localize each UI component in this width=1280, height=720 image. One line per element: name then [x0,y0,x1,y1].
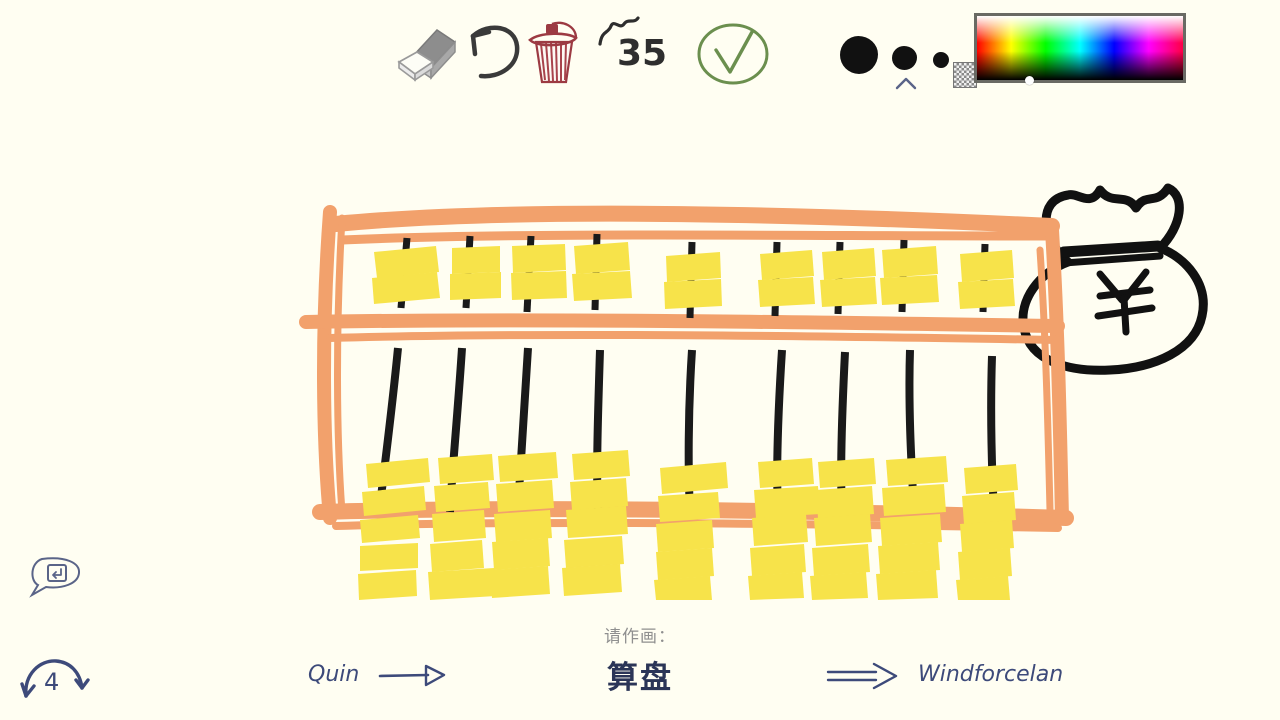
squiggle-stroke-icon [598,16,640,46]
undo-button[interactable] [465,20,527,86]
round-number: 4 [44,668,60,696]
round-counter: 4 [16,650,94,708]
round-arrow-icon [20,659,90,698]
strokes-remaining-value: 35 [617,33,668,74]
brush-size-large[interactable] [840,36,878,74]
speech-bubble-enter-icon [29,557,80,598]
color-picker[interactable] [974,13,1186,85]
strokes-remaining-indicator: 35 [596,14,676,86]
brush-size-group [840,28,958,90]
check-circle-icon [697,23,769,85]
toolbar: 35 [0,0,1280,100]
abacus-upper-deck [372,233,1015,319]
brush-size-small[interactable] [933,52,949,68]
prompt-word: 算盘 [607,660,673,696]
eraser-tool-button[interactable] [393,22,459,84]
eraser-icon [397,29,457,82]
drawing-canvas[interactable] [0,100,1280,600]
trash-can-icon [528,21,578,84]
prompt-label: 请作画： [604,627,676,647]
color-picker-cursor[interactable] [1025,76,1034,85]
bottom-bar: 4 Quin 请作画： 算盘 Windforcelan [0,557,1280,720]
user-drawing [299,183,1208,600]
previous-player-name: Quin [308,662,360,687]
abacus-lower-deck [358,347,1018,600]
undo-arrow-icon [470,25,520,79]
money-bag-drawing [1018,183,1208,375]
brush-size-medium[interactable] [892,46,917,70]
clear-canvas-button[interactable] [522,18,584,88]
brush-size-selected-caret [895,77,917,90]
next-player-name: Windforcelan [918,662,1064,687]
pattern-swatch-button[interactable] [953,62,977,88]
chat-bubble-button[interactable] [26,555,84,599]
checker-pattern-icon [953,62,977,88]
previous-arrow-icon [378,664,446,687]
color-picker-black-layer [977,16,1183,80]
next-arrow-icon [826,662,898,690]
submit-drawing-button[interactable] [690,18,776,90]
